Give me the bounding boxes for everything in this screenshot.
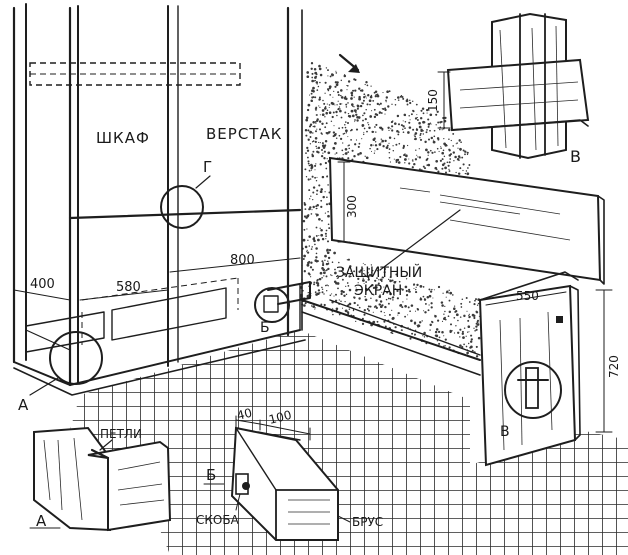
callout-a-top-text: А: [18, 396, 29, 414]
dimension-400: 400: [13, 277, 71, 307]
bracket-label: СКОБА: [196, 513, 240, 527]
hinges-label: ПЕТЛИ: [100, 427, 142, 441]
dim-150-text: 150: [426, 89, 440, 112]
callout-v-circle: В: [500, 361, 562, 440]
callout-g: Г: [160, 158, 212, 229]
callout-v-bottom-text: В: [500, 424, 510, 440]
dim-800-text: 800: [230, 253, 255, 268]
dim-100-text: 100: [267, 408, 293, 427]
screen-label-1: ЗАЩИТНЫЙ: [336, 263, 422, 281]
beam-label: БРУС: [352, 515, 383, 529]
floor-tiles: [70, 330, 628, 555]
protective-screen: 300: [328, 156, 605, 285]
dim-300-text: 300: [345, 195, 359, 218]
callout-g-text: Г: [203, 158, 212, 176]
detail-v-title: В: [570, 147, 581, 166]
dimension-580: 580: [79, 280, 169, 301]
callout-a-circle: А: [18, 331, 103, 414]
detail-b-title: Б: [206, 466, 216, 484]
dim-580-text: 580: [116, 280, 141, 295]
detail-a-title: А: [36, 512, 47, 530]
cabinet-label: ШКАФ: [96, 129, 150, 147]
direction-arrow: [338, 53, 360, 73]
dim-720-text: 720: [607, 355, 621, 378]
cabinet-unit: [12, 3, 306, 396]
workbench-label: ВЕРСТАК: [206, 125, 282, 143]
screen-label-2: ЭКРАН: [354, 283, 402, 299]
dim-40-text: 40: [235, 406, 253, 423]
dim-550-text: 550: [516, 289, 539, 303]
detail-v-joint: 150 В: [426, 12, 590, 166]
speckled-wall: [299, 62, 481, 358]
callout-b-detail: Б: [254, 281, 311, 336]
dimension-800: 800: [169, 253, 301, 273]
detail-a-hinges: ПЕТЛИ А: [29, 426, 172, 532]
detail-b-bracket: 40 100 Б СКОБА БРУС: [196, 406, 383, 541]
callout-b-top-text: Б: [260, 320, 270, 336]
dim-400-text: 400: [30, 277, 55, 292]
